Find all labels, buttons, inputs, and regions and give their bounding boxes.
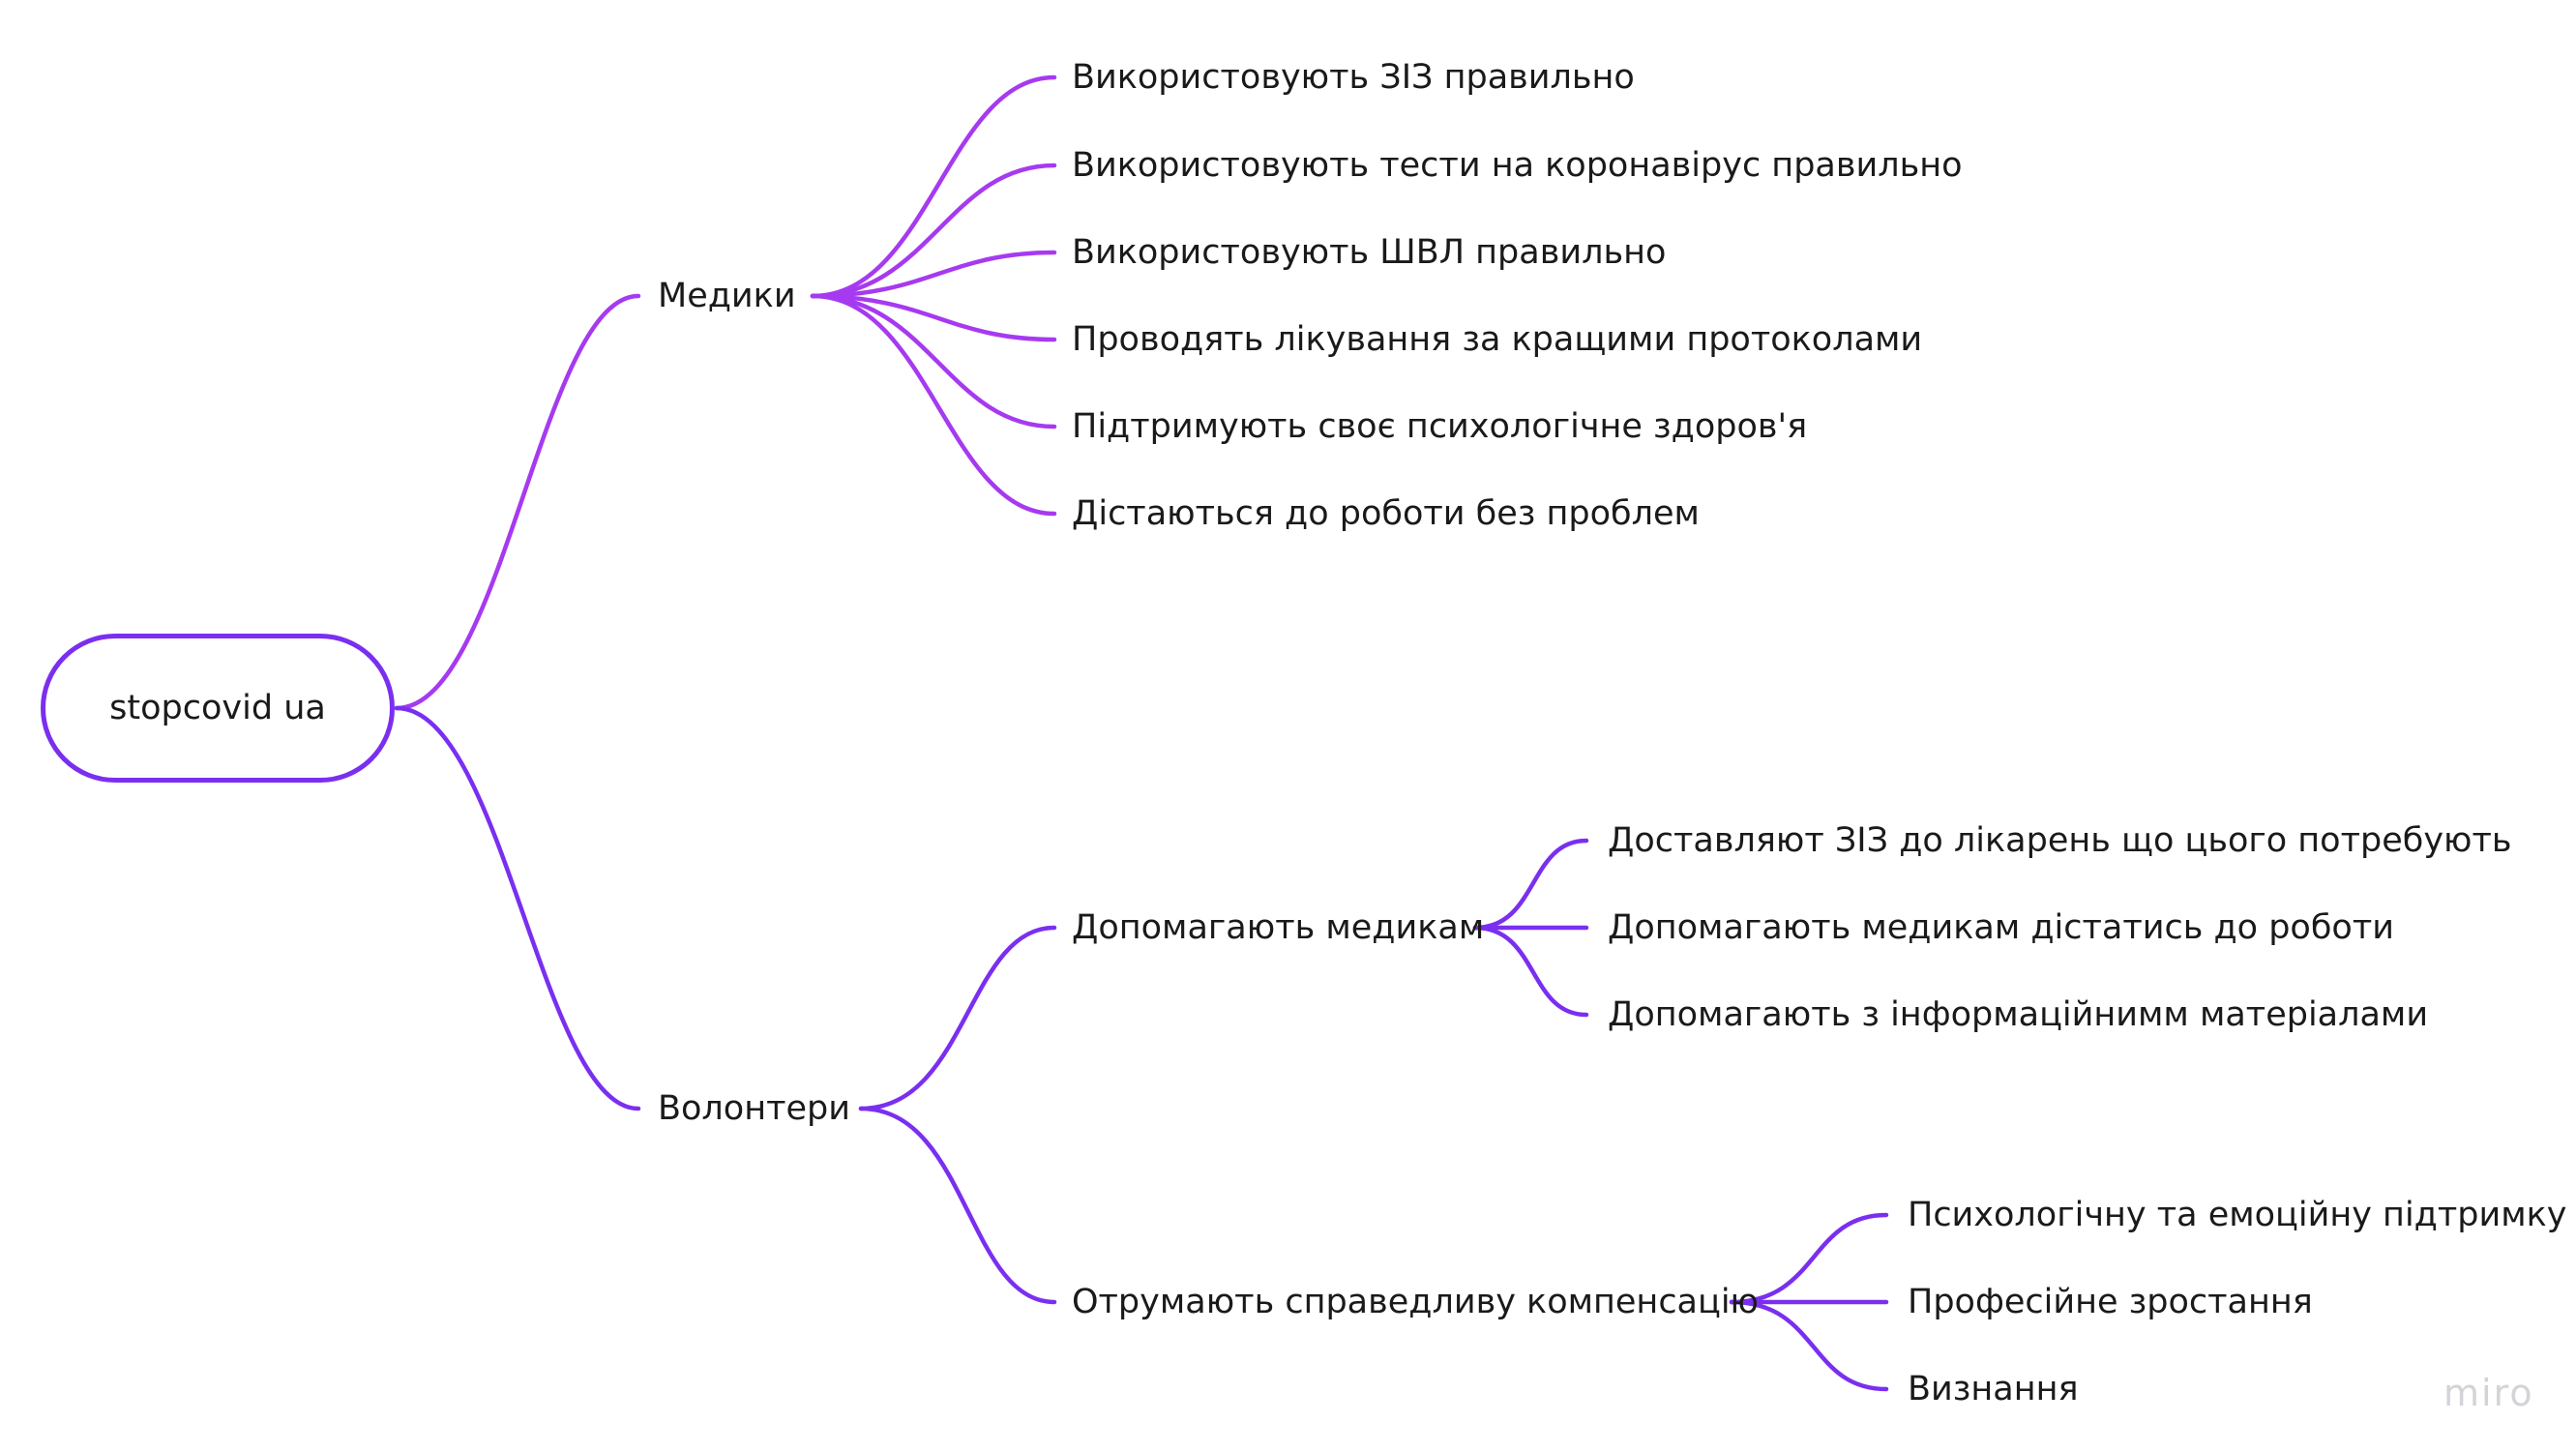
link-vol-help [858,925,1057,1111]
help-medics-item[interactable]: Допомагають з інформаційнимм матеріалами [1608,995,2429,1034]
branch-medics[interactable]: Медики [658,277,796,315]
link-medics-3 [810,250,1057,299]
medics-item[interactable]: Дістаються до роботи без проблем [1072,494,1700,533]
root-label: stopcovid ua [109,689,326,727]
miro-logo: miro [2443,1372,2534,1414]
link-help-3 [1472,925,1589,1018]
link-medics-1 [810,74,1057,299]
link-comp-1 [1729,1212,1889,1305]
branch-volunteers[interactable]: Волонтери [658,1089,850,1128]
link-root-medics [394,293,641,711]
link-medics-6 [810,293,1057,517]
help-medics-item[interactable]: Доставляют ЗІЗ до лікарень що цього потр… [1608,821,2512,860]
link-comp-3 [1729,1299,1889,1392]
link-help-1 [1472,838,1589,931]
volunteers-help-medics[interactable]: Допомагають медикам [1072,908,1485,947]
medics-item[interactable]: Використовують ШВЛ правильно [1072,233,1667,272]
help-medics-item[interactable]: Допомагають медикам дістатись до роботи [1608,908,2394,947]
compensation-item[interactable]: Психологічну та емоційну підтримку [1908,1196,2567,1234]
medics-item[interactable]: Використовують ЗІЗ правильно [1072,58,1635,97]
compensation-item[interactable]: Визнання [1908,1370,2079,1408]
link-medics-4 [810,293,1057,342]
medics-item[interactable]: Проводять лікування за кращими протокола… [1072,320,1923,359]
link-vol-comp [858,1106,1057,1305]
medics-item[interactable]: Підтримують своє психологічне здоров'я [1072,407,1808,446]
root-node[interactable]: stopcovid ua [41,634,395,783]
compensation-item[interactable]: Професійне зростання [1908,1283,2313,1321]
link-medics-2 [810,163,1057,299]
medics-item[interactable]: Використовують тести на коронавірус прав… [1072,146,1963,185]
link-medics-5 [810,293,1057,430]
link-root-volunteers [394,705,641,1111]
volunteers-compensation[interactable]: Отрумають справедливу компенсацію [1072,1283,1760,1321]
